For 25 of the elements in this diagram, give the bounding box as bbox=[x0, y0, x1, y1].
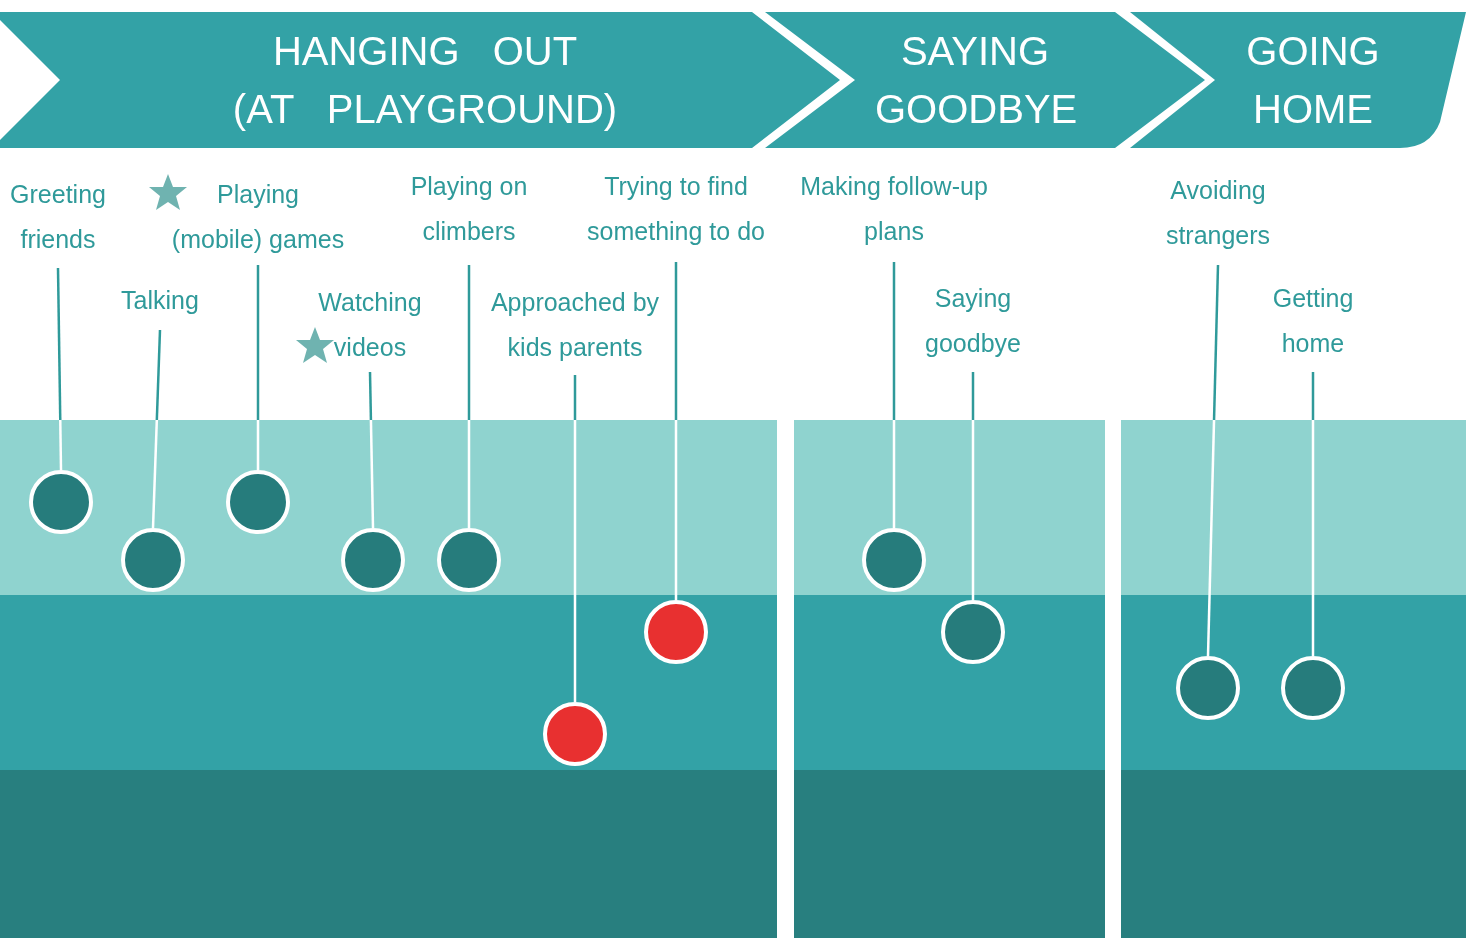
leader-line bbox=[467, 265, 471, 528]
leader-line bbox=[151, 329, 162, 529]
phase-header: GOING HOME bbox=[1130, 12, 1466, 148]
activity-label: Greeting friends bbox=[3, 172, 113, 262]
phase-header: SAYING GOODBYE bbox=[765, 12, 1205, 148]
leader-line bbox=[368, 371, 375, 529]
activity-label: Talking bbox=[105, 278, 215, 323]
activity-label: Getting home bbox=[1258, 276, 1368, 366]
activity-label: Avoiding strangers bbox=[1153, 168, 1283, 258]
leader-line bbox=[56, 268, 63, 470]
activity-label: Watching videos bbox=[305, 280, 435, 370]
activity-label: Saying goodbye bbox=[918, 276, 1028, 366]
phase-header: HANGING OUT (AT PLAYGROUND) bbox=[0, 12, 840, 148]
activity-label: Playing on climbers bbox=[399, 164, 539, 254]
leader-line bbox=[674, 262, 678, 600]
activity-label: Trying to find something to do bbox=[581, 164, 771, 254]
leader-line bbox=[1311, 372, 1315, 656]
activity-label: Approached by kids parents bbox=[485, 280, 665, 370]
leader-line bbox=[256, 265, 260, 470]
leader-line bbox=[573, 375, 577, 702]
leader-line bbox=[1206, 264, 1220, 657]
leader-line bbox=[892, 262, 896, 528]
activity-label: Playing (mobile) games bbox=[170, 172, 346, 262]
activity-label: Making follow-up plans bbox=[788, 164, 1000, 254]
leader-line bbox=[971, 372, 975, 600]
